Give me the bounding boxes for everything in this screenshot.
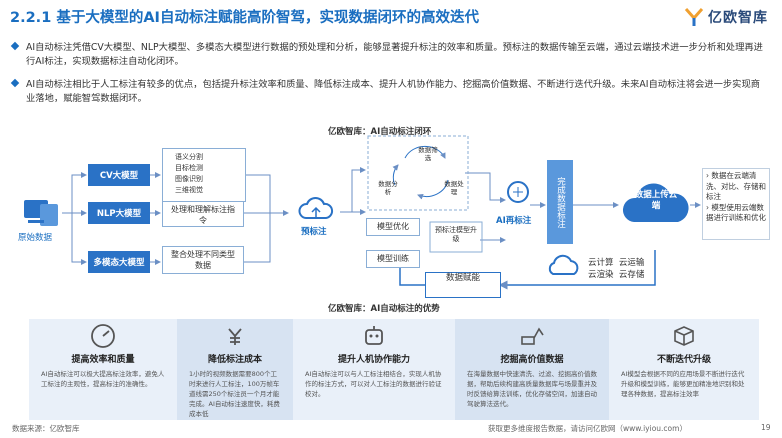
model-optimize-box: 模型优化	[366, 218, 420, 236]
cv-task-item: 目标检测	[175, 164, 203, 172]
nlp-model-box: NLP大模型	[88, 202, 150, 224]
excavator-icon	[521, 327, 544, 345]
robot-icon	[365, 326, 383, 345]
efficiency-icon	[91, 324, 115, 348]
advantage-card: 降低标注成本 1小时的视频数据需要800个工时来进行人工标注，100万帧车道线需…	[177, 319, 293, 420]
loop-process-label: 数据处理	[444, 180, 464, 196]
cv-task-item: 三维视觉	[175, 186, 203, 194]
bullet-2: AI自动标注相比于人工标注有较多的优点，包括提升标注效率和质量、降低标注成本、提…	[10, 78, 767, 105]
advantage-card: 提升人机协作能力 AI自动标注可以与人工标注相结合，实现人机协作的标注方式，可以…	[293, 319, 455, 420]
advantage-title: 提高效率和质量	[71, 355, 135, 365]
advantages-title: 亿欧智库：AI自动标注的优势	[328, 304, 440, 314]
page-title: 2.2.1 基于大模型的AI自动标注赋能高阶智驾，实现数据闭环的高效迭代	[10, 10, 479, 26]
nlp-task-box: 处理和理解标注指令	[162, 201, 244, 227]
advantage-desc: 在海量数据中快速清洗、过滤、挖掘高价值数据，帮助后续构建高质量数据库与场景重并及…	[467, 370, 597, 408]
advantage-card: 不断迭代升级 AI模型会根据不同的应用场景不断进行迭代升级和模型训练，能够更加精…	[609, 319, 759, 420]
upgrade-box-icon	[674, 326, 694, 346]
cloud-process-list: › 数据在云端清洗、对比、存储和标注 › 模型使用云端数据进行训练和优化	[702, 168, 770, 240]
brand-logo: 亿欧智库	[683, 6, 768, 28]
pre-label-label: 预标注	[301, 227, 327, 237]
loop-analyze-label: 数据分析	[378, 180, 398, 196]
logo-text: 亿欧智库	[708, 10, 768, 26]
cloud-label: 数据上传云端	[634, 190, 678, 211]
advantage-title: 挖掘高价值数据	[500, 355, 564, 365]
cloud-tech-icon	[547, 250, 581, 284]
advantage-desc: AI自动标注可以极大提高标注效率，避免人工标注的主观性，提高标注的准确性。	[41, 370, 165, 388]
pre-label-upgrade-label: 预标注模型升级	[435, 226, 477, 243]
advantage-desc: 1小时的视频数据需要800个工时来进行人工标注，100万帧车道线需250个标注员…	[189, 370, 280, 418]
cv-task-item: 图像识别	[175, 175, 203, 183]
advantage-card: 挖掘高价值数据 在海量数据中快速清洗、过滤、挖掘高价值数据，帮助后续构建高质量数…	[455, 319, 609, 420]
model-train-box: 模型训练	[366, 250, 420, 268]
cloud-tech-row1: 云计算 云运输	[588, 258, 645, 268]
cv-task-item: 语义分割	[175, 153, 203, 161]
bullet-1: AI自动标注凭借CV大模型、NLP大模型、多模态大模型进行数据的预处理和分析，能…	[10, 41, 767, 68]
loop-screen-label: 数据筛选	[418, 146, 438, 162]
raw-data-icon	[22, 196, 62, 228]
done-label-box: 完成数据标注	[547, 160, 573, 244]
data-empower-box: 数据赋能	[425, 272, 501, 298]
raw-data-label: 原始数据	[18, 233, 53, 243]
cloud-list-item: › 模型使用云端数据进行训练和优化	[706, 202, 766, 223]
multimodal-task-box: 整合处理不同类型数据	[162, 246, 244, 274]
advantage-desc: AI自动标注可以与人工标注相结合，实现人机协作的标注方式，可以对人工标注的数据进…	[305, 370, 442, 398]
cv-model-box: CV大模型	[88, 164, 150, 186]
advantage-title: 不断迭代升级	[656, 355, 711, 365]
cloud-list-item: › 数据在云端清洗、对比、存储和标注	[706, 171, 766, 201]
ai-relabel-label: AI再标注	[496, 216, 532, 226]
footer-report-link[interactable]: 获取更多维度报告数据，请访问亿欧网（www.iyiou.com）	[488, 424, 687, 433]
advantage-title: 降低标注成本	[207, 355, 262, 365]
footer-source: 数据来源：亿欧智库	[12, 424, 80, 433]
multimodal-model-box: 多模态大模型	[88, 251, 150, 273]
cost-icon	[228, 328, 242, 345]
logo-mark-icon	[684, 8, 704, 26]
cloud-icon	[620, 178, 692, 230]
ai-brain-icon	[505, 180, 531, 210]
page-number: 19	[761, 423, 771, 432]
advantage-desc: AI模型会根据不同的应用场景不断进行迭代升级和模型训练，能够更加精准地识别和处理…	[621, 370, 745, 398]
pre-label-cloud-icon	[298, 196, 334, 226]
diagram-title: 亿欧智库：AI自动标注闭环	[328, 127, 432, 137]
advantage-card: 提高效率和质量 AI自动标注可以极大提高标注效率，避免人工标注的主观性，提高标注…	[29, 319, 177, 420]
cloud-tech-row2: 云渲染 云存储	[588, 270, 645, 280]
advantage-title: 提升人机协作能力	[337, 355, 410, 365]
cv-tasks-box: 语义分割 目标检测 图像识别 三维视觉	[162, 148, 246, 202]
